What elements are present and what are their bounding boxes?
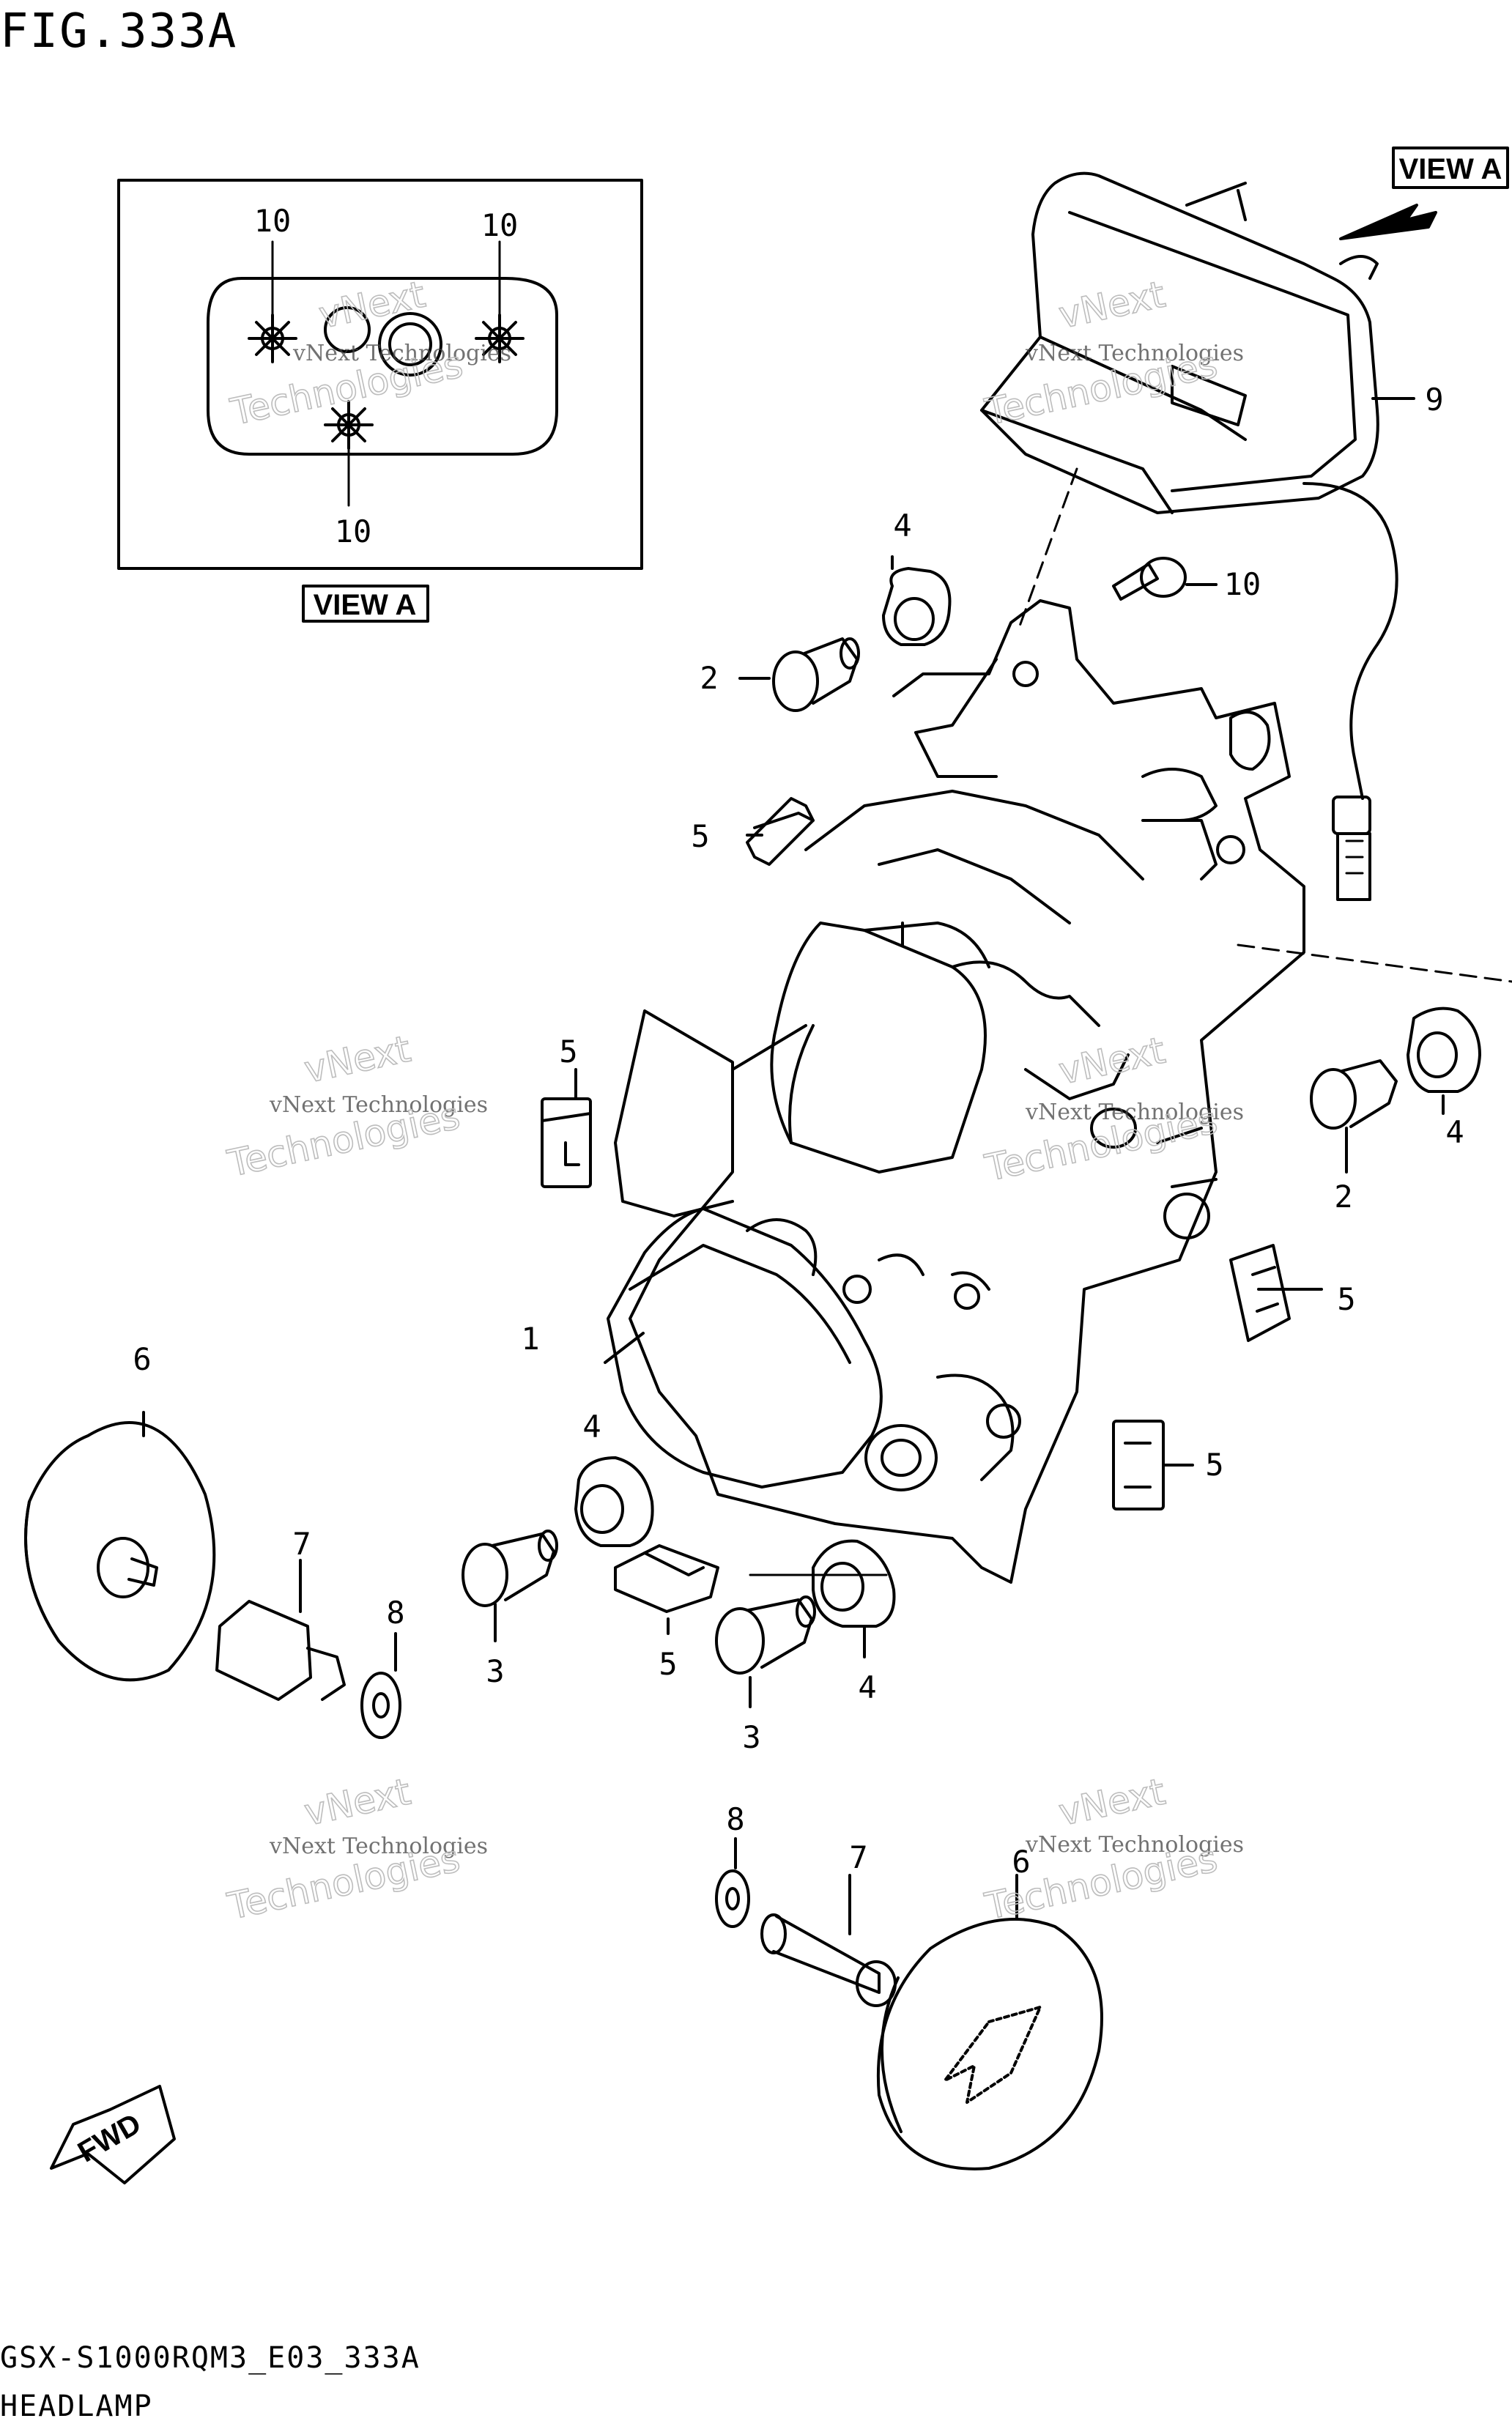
callout-7-left: 7 — [292, 1526, 311, 1562]
svg-text:vNext: vNext — [1055, 273, 1168, 337]
callout-5-left: 5 — [559, 1034, 577, 1069]
watermark-2: vNext Technologies vNext Technologies — [981, 273, 1244, 434]
callout-2-top: 2 — [700, 660, 718, 696]
svg-text:vNext: vNext — [315, 273, 429, 337]
view-a-marker-box — [1392, 147, 1509, 189]
part-4-grommet-right — [1407, 1006, 1481, 1093]
callout-5-right-a: 5 — [1337, 1281, 1355, 1317]
callout-3-left: 3 — [486, 1653, 504, 1689]
connector-icon — [1332, 796, 1371, 835]
figure-title: FIG.333A — [0, 4, 238, 59]
callout-3-mid: 3 — [742, 1719, 760, 1755]
svg-text:vNext Technologies: vNext Technologies — [1025, 1832, 1244, 1858]
watermark-4: vNext Technologies vNext Technologies — [981, 1028, 1244, 1190]
svg-text:vNext Technologies: vNext Technologies — [292, 341, 511, 366]
view-a-marker: VIEW A — [1399, 153, 1502, 185]
part-6-cover-left — [24, 1411, 216, 1682]
part-3-bolt-left — [462, 1530, 558, 1607]
fwd-arrow-icon — [50, 2085, 176, 2184]
view-a-tag-box — [302, 585, 429, 623]
callout-8-right: 8 — [726, 1801, 744, 1837]
part-5-clip-right-b — [1112, 1420, 1165, 1510]
part-8-washer-left — [360, 1632, 401, 1739]
svg-text:vNext Technologies: vNext Technologies — [269, 1834, 488, 1859]
part-5-clip-low — [614, 1544, 719, 1613]
part-1-headlamp-bracket — [614, 599, 1305, 1584]
callout-4-mid: 4 — [582, 1409, 601, 1445]
part-4-grommet-mid — [574, 1456, 654, 1547]
callout-8-left: 8 — [386, 1595, 404, 1631]
callout-9: 9 — [1425, 382, 1443, 418]
callout-4-low: 4 — [858, 1669, 876, 1705]
part-3-bolt-mid — [715, 1595, 816, 1675]
watermark-1: vNext Technologies vNext Technologies — [226, 273, 511, 434]
part-4-grommet-low — [812, 1539, 896, 1628]
callout-5-right-b: 5 — [1205, 1447, 1223, 1483]
svg-text:vNext: vNext — [300, 1771, 414, 1834]
callout-4-right: 4 — [1445, 1114, 1464, 1150]
part-8-washer-right — [715, 1837, 750, 1928]
model-code: GSX-S1000RQM3_E03_333A — [0, 2341, 420, 2375]
watermark-3: vNext Technologies vNext Technologies — [223, 1027, 488, 1186]
view-direction-arrow-icon — [1339, 204, 1437, 240]
view-a-tag: VIEW A — [314, 589, 417, 621]
inset-callout-10-c: 10 — [335, 514, 372, 549]
callout-6-left: 6 — [133, 1341, 151, 1377]
view-a-inset — [117, 179, 643, 570]
part-1-lower-lens — [607, 1207, 1021, 1491]
connector-body-icon — [1336, 832, 1371, 901]
callout-7-right: 7 — [849, 1839, 867, 1875]
callout-6-right: 6 — [1012, 1844, 1030, 1880]
svg-text:vNext Technologies: vNext Technologies — [269, 1092, 488, 1118]
part-5-clip-top — [746, 797, 815, 866]
svg-text:vNext Technologies: vNext Technologies — [1025, 1100, 1244, 1125]
callout-10: 10 — [1224, 566, 1261, 602]
part-9-headlamp-unit — [980, 171, 1398, 901]
callout-5-low: 5 — [659, 1646, 677, 1682]
part-4-grommet-top — [882, 567, 952, 946]
part-7-bolt-left — [215, 1559, 346, 1701]
watermark-5: vNext Technologies vNext Technologies — [223, 1770, 488, 1929]
section-title: HEADLAMP — [0, 2390, 153, 2423]
callout-5-top: 5 — [691, 818, 709, 854]
svg-text:vNext: vNext — [1055, 1771, 1168, 1834]
part-2-bolt-top — [772, 637, 860, 712]
part-5-clip-right-a — [1229, 1244, 1291, 1342]
inset-callout-10-b: 10 — [481, 207, 519, 243]
callout-4-top: 4 — [893, 508, 911, 544]
part-2-bolt-right — [1310, 1059, 1398, 1130]
svg-text:vNext Technologies: vNext Technologies — [1025, 341, 1244, 366]
part-6-cover-right — [876, 1874, 1103, 2170]
callout-2-right: 2 — [1334, 1179, 1352, 1215]
part-7-bolt-right — [760, 1874, 897, 2007]
part-5-clip-left — [541, 1097, 592, 1188]
inset-callout-10-a: 10 — [254, 203, 292, 239]
svg-text:vNext: vNext — [300, 1028, 414, 1091]
part-10-screw — [1112, 557, 1218, 601]
callout-1: 1 — [521, 1321, 539, 1357]
